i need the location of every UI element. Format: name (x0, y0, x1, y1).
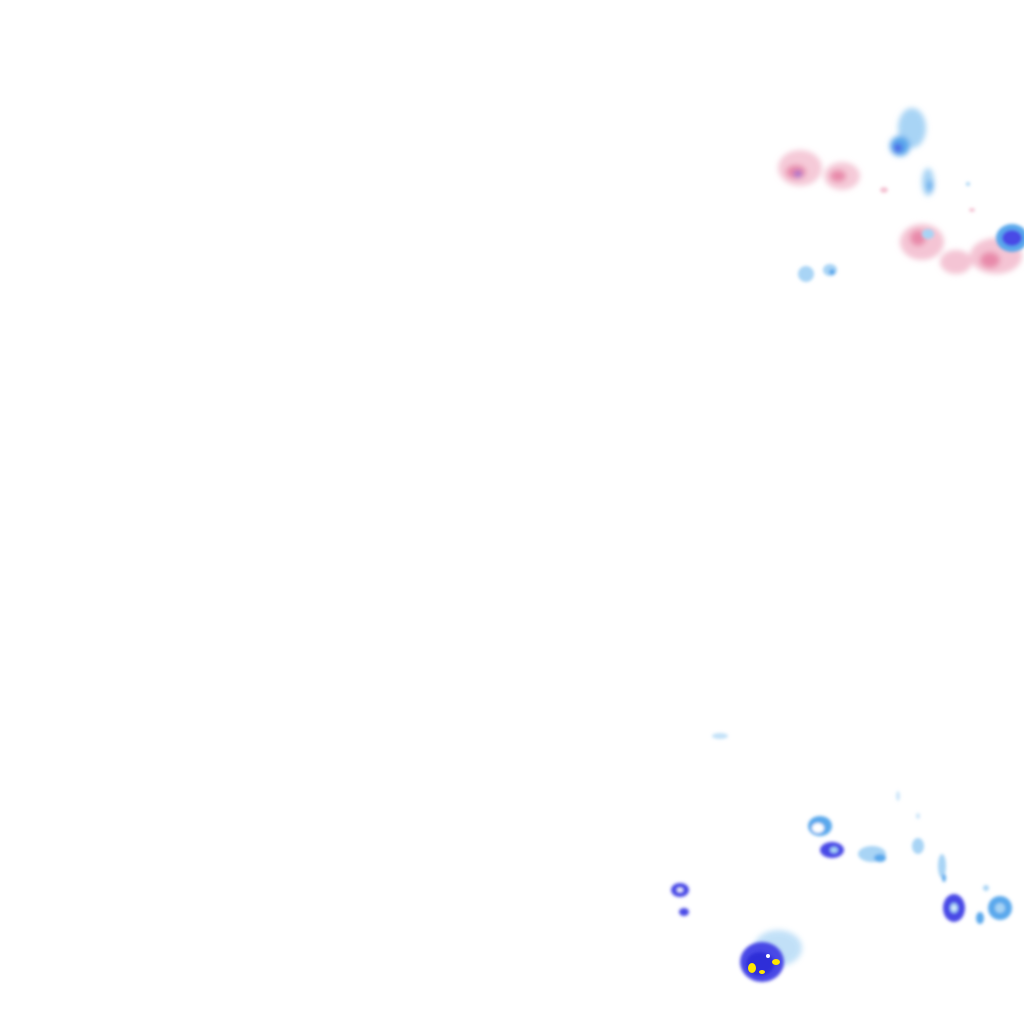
precip-specks-mid (712, 733, 920, 819)
precip-cell-ne-small (798, 182, 975, 282)
precip-cell-se-1 (808, 816, 844, 858)
precip-cell-storm (740, 930, 802, 982)
precip-cell-se-4 (943, 885, 1012, 924)
precip-cell-ne-blue-edge (922, 224, 1024, 252)
precip-cell-se-3 (671, 883, 689, 916)
precip-cell-se-2 (858, 838, 946, 882)
precip-cell-ne-blue-top (890, 108, 934, 196)
precip-cell-ne-pink-1 (778, 150, 860, 190)
